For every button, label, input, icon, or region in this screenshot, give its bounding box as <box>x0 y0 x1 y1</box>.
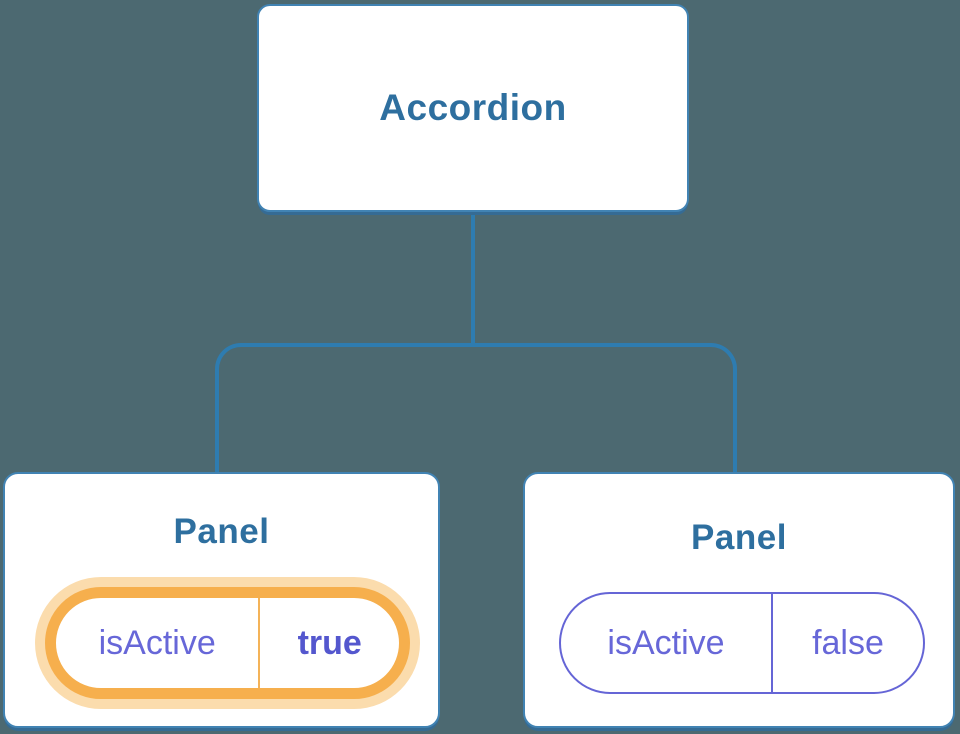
state-pill-ring: isActive true <box>45 587 410 699</box>
state-name-cell: isActive <box>561 594 773 692</box>
state-pill-active: isActive true <box>35 577 420 709</box>
state-name: isActive <box>98 623 216 662</box>
accordion-label: Accordion <box>379 87 567 128</box>
state-value: true <box>297 623 362 662</box>
state-value-cell: true <box>260 598 399 688</box>
connector-branch <box>215 343 737 472</box>
state-value: false <box>812 623 884 662</box>
accordion-node: Accordion <box>257 4 689 212</box>
panel-title: Panel <box>691 518 787 557</box>
state-name: isActive <box>607 623 725 662</box>
connector-stem <box>471 212 475 345</box>
state-value-cell: false <box>773 594 923 692</box>
panel-node-inactive: Panel isActive false <box>523 472 955 728</box>
panel-node-active: Panel isActive true <box>3 472 440 728</box>
state-name-cell: isActive <box>56 598 261 688</box>
panel-title: Panel <box>173 512 270 551</box>
state-pill-inactive: isActive false <box>559 592 925 694</box>
